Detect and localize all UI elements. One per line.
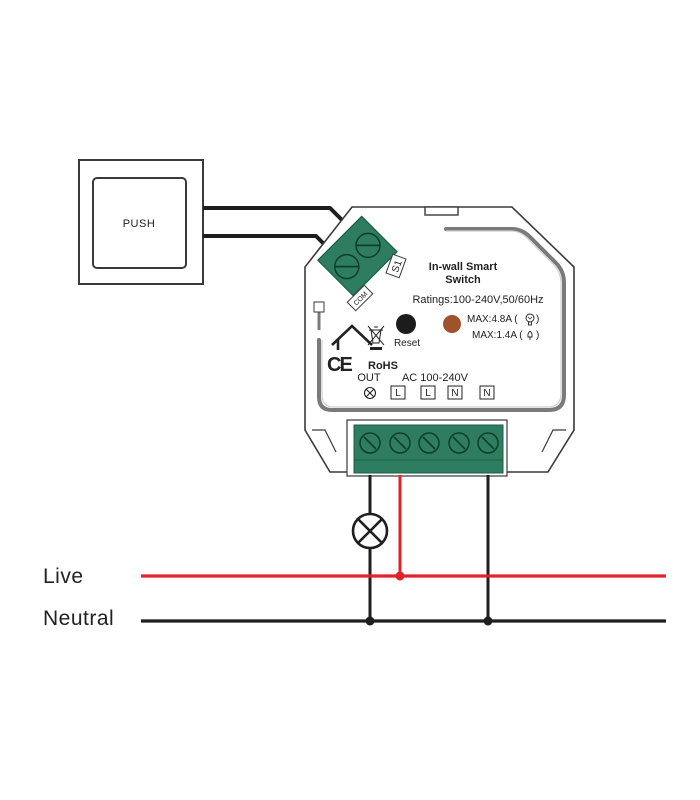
lamp-load-icon (351, 512, 389, 550)
rohs-mark: RoHS (368, 360, 398, 372)
s1-tag: S1 (385, 253, 407, 279)
bulb-icon (525, 313, 535, 326)
terminal-mark-box-3 (447, 385, 463, 400)
out-label: OUT (357, 372, 381, 384)
output-terminal-block (346, 419, 508, 477)
max-bulb-rating: MAX:4.8A ( ) (467, 313, 539, 326)
output-terminal-screw-5 (477, 432, 499, 454)
terminal-mark-box-1 (390, 385, 406, 400)
neutral-label: Neutral (43, 607, 114, 630)
input-terminal-screw-1-slot (335, 265, 359, 268)
module-notch-left (312, 429, 337, 453)
push-button-key (92, 177, 187, 269)
push-button-label: PUSH (123, 218, 156, 230)
input-terminal-screw-2-slot (356, 244, 380, 247)
weee-bin-icon (367, 325, 385, 350)
load-wiring (351, 475, 490, 621)
com-tag-box (346, 284, 374, 312)
s1-label: S1 (390, 258, 405, 274)
output-terminal-screw-4 (448, 432, 470, 454)
max-motor-rating: MAX:1.4A ( ) (472, 330, 539, 341)
terminal-mark-box-4 (479, 385, 495, 400)
neutral-junction-dot-2 (483, 616, 493, 626)
push-wire-top (203, 206, 352, 230)
ce-mark: CE (327, 354, 352, 376)
reset-label: Reset (394, 338, 420, 349)
output-terminal-screw-1 (359, 432, 381, 454)
output-terminal-screw-3 (418, 432, 440, 454)
ac-label: AC 100-240V (402, 372, 469, 384)
device-ratings: Ratings:100-240V,50/60Hz (412, 294, 543, 306)
device-title-line2: Switch (445, 274, 481, 286)
terminal-mark-box-2 (420, 385, 436, 400)
module-left-slot-top (313, 301, 325, 313)
output-terminal-screw-2 (389, 432, 411, 454)
module-notch-right (541, 429, 566, 453)
module-top-tab (424, 206, 459, 216)
lamp-icon (527, 331, 533, 340)
module-inner-frame (317, 227, 566, 412)
max-bulb-text: MAX:4.8A ( (467, 314, 518, 325)
s1-tag-box (385, 253, 407, 279)
mains-lines: Live Neutral (43, 565, 666, 630)
module-inner-frame-shadow (321, 230, 562, 408)
neutral-junction-dot-1 (365, 616, 375, 626)
input-terminal-block (316, 215, 398, 297)
terminal-mark-4: N (483, 388, 490, 399)
device-title-line1: In-wall Smart (429, 261, 498, 273)
max-bulb-end: ) (536, 314, 539, 325)
out-lamp-symbol (363, 386, 377, 400)
max-motor-text: MAX:1.4A ( (472, 330, 523, 341)
terminal-mark-3: N (451, 388, 458, 399)
terminal-mark-1: L (395, 388, 401, 399)
smart-switch-module: S1 COM In-wall Smart Switch Ratings:100-… (304, 206, 575, 477)
terminal-mark-2: L (425, 388, 431, 399)
status-led (443, 315, 461, 333)
live-label: Live (43, 565, 84, 588)
indoor-use-icon (331, 324, 373, 350)
push-button-switch: PUSH (78, 159, 204, 285)
live-junction-dot (395, 571, 405, 581)
input-terminal-body (316, 215, 398, 297)
terminal-marking-row: L L N N (363, 385, 495, 400)
reset-button[interactable] (396, 314, 416, 334)
max-motor-end: ) (536, 330, 539, 341)
